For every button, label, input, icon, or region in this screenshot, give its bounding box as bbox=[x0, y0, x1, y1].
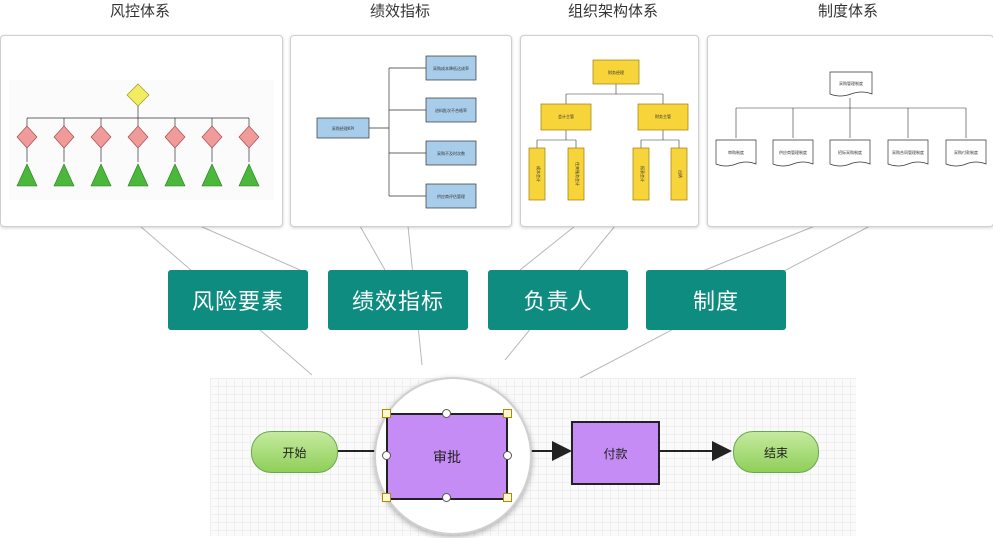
org-leaf-2: 往来账务会计 bbox=[567, 147, 585, 201]
selection-handle-bottom[interactable] bbox=[442, 493, 451, 502]
section-title-risk: 风控体系 bbox=[109, 2, 170, 20]
policy-item-1: 审购制度 bbox=[715, 139, 757, 167]
kpi-card: 采购经理KPI 采购成本降低达成率 进料批次不合格率 采购不及时次数 供应商评估… bbox=[290, 35, 512, 227]
tag-kpi: 绩效指标 bbox=[328, 270, 468, 330]
kpi-item-4: 供应商评估管理 bbox=[389, 183, 477, 209]
svg-text:供应商评估管理: 供应商评估管理 bbox=[437, 193, 465, 199]
start-node[interactable]: 开始 bbox=[251, 431, 338, 473]
selection-handle-right[interactable] bbox=[503, 451, 512, 460]
tag-policy: 制度 bbox=[646, 270, 786, 330]
kpi-thumbnail: 采购经理KPI 采购成本降低达成率 进料批次不合格率 采购不及时次数 供应商评估… bbox=[316, 55, 477, 209]
risk-column-1 bbox=[16, 118, 38, 187]
svg-text:采购不及时次数: 采购不及时次数 bbox=[437, 150, 465, 156]
policy-item-5: 采购付款制度 bbox=[945, 139, 987, 167]
risk-column-6 bbox=[201, 118, 223, 187]
svg-text:财务主管: 财务主管 bbox=[655, 113, 671, 119]
end-node[interactable]: 结束 bbox=[733, 431, 819, 473]
tag-owner: 负责人 bbox=[488, 270, 628, 330]
resize-handle-bottom-left[interactable] bbox=[382, 493, 391, 502]
svg-text:招标采购制度: 招标采购制度 bbox=[838, 149, 862, 155]
org-leaf-4: 出纳 bbox=[670, 147, 688, 201]
approve-node[interactable]: 审批 bbox=[386, 413, 508, 500]
policy-item-3: 招标采购制度 bbox=[829, 139, 871, 167]
org-mid-2: 财务主管 bbox=[637, 103, 689, 131]
resize-handle-top-right[interactable] bbox=[503, 409, 512, 418]
kpi-item-2: 进料批次不合格率 bbox=[389, 97, 477, 123]
svg-text:采购成本降低达成率: 采购成本降低达成率 bbox=[433, 65, 469, 71]
policy-item-2: 供应商管理制度 bbox=[772, 139, 814, 167]
svg-text:会计主管: 会计主管 bbox=[558, 113, 574, 119]
risk-column-4 bbox=[127, 118, 149, 187]
svg-text:审购制度: 审购制度 bbox=[728, 149, 744, 155]
svg-text:采购合同管理制度: 采购合同管理制度 bbox=[892, 149, 924, 155]
svg-text:采购管理制度: 采购管理制度 bbox=[839, 80, 863, 86]
svg-text:报表会计: 报表会计 bbox=[640, 166, 646, 182]
risk-column-5 bbox=[164, 118, 186, 187]
org-chart-card: 财务经理 会计主管 财务主管 成本会计 往来账务会计 报表会计 出纳 bbox=[520, 35, 699, 227]
svg-text:往来账务会计: 往来账务会计 bbox=[575, 162, 581, 186]
svg-text:采购付款制度: 采购付款制度 bbox=[954, 149, 978, 155]
org-top: 财务经理 bbox=[592, 59, 640, 85]
risk-flowchart-thumbnail bbox=[9, 80, 274, 200]
risk-column-7 bbox=[238, 118, 260, 187]
svg-text:出纳: 出纳 bbox=[678, 170, 684, 178]
tag-risk-elements: 风险要素 bbox=[168, 270, 308, 330]
section-title-kpi: 绩效指标 bbox=[369, 2, 430, 20]
policy-item-4: 采购合同管理制度 bbox=[887, 139, 929, 167]
svg-text:供应商管理制度: 供应商管理制度 bbox=[779, 149, 807, 155]
svg-text:财务经理: 财务经理 bbox=[608, 69, 624, 75]
risk-column-2 bbox=[53, 118, 75, 187]
selection-handle-top[interactable] bbox=[442, 409, 451, 418]
section-title-org: 组织架构体系 bbox=[567, 2, 658, 20]
kpi-item-3: 采购不及时次数 bbox=[389, 140, 477, 166]
org-leaf-3: 报表会计 bbox=[632, 147, 650, 201]
kpi-root: 采购经理KPI bbox=[332, 125, 354, 131]
resize-handle-top-left[interactable] bbox=[382, 409, 391, 418]
svg-text:成本会计: 成本会计 bbox=[536, 166, 542, 182]
org-mid-1: 会计主管 bbox=[540, 103, 592, 131]
org-thumbnail: 财务经理 会计主管 财务主管 成本会计 往来账务会计 报表会计 出纳 bbox=[528, 59, 689, 201]
policy-top: 采购管理制度 bbox=[829, 71, 873, 97]
policy-card: 采购管理制度 审购制度 供应商管理制度 招标采购制度 采购合同管理制度 采购付款… bbox=[707, 35, 993, 227]
risk-column-3 bbox=[90, 118, 112, 187]
resize-handle-bottom-right[interactable] bbox=[503, 493, 512, 502]
policy-thumbnail: 采购管理制度 审购制度 供应商管理制度 招标采购制度 采购合同管理制度 采购付款… bbox=[715, 71, 987, 167]
pay-node[interactable]: 付款 bbox=[571, 421, 660, 485]
svg-text:进料批次不合格率: 进料批次不合格率 bbox=[435, 107, 467, 113]
selection-handle-left[interactable] bbox=[382, 451, 391, 460]
section-title-policy: 制度体系 bbox=[817, 2, 878, 20]
org-leaf-1: 成本会计 bbox=[528, 147, 546, 201]
risk-control-card bbox=[0, 35, 283, 227]
kpi-item-1: 采购成本降低达成率 bbox=[389, 55, 477, 81]
